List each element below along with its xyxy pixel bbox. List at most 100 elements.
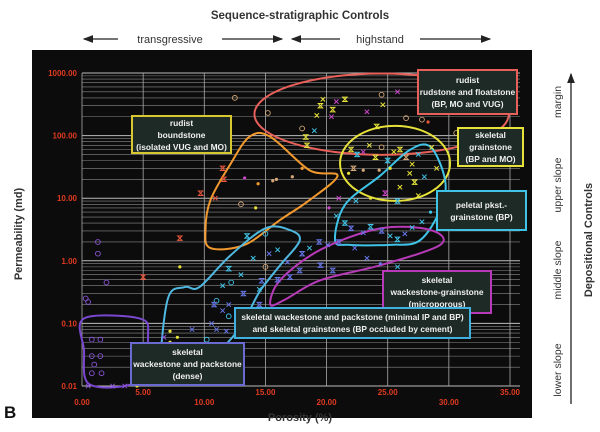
data-point-hourglass — [219, 165, 227, 172]
data-point-hourglass — [396, 146, 404, 153]
annotation-line: skeletal — [421, 275, 453, 285]
data-point-x — [380, 102, 386, 108]
data-point-x — [226, 302, 232, 308]
data-point-x — [256, 286, 262, 292]
data-point-circle — [378, 144, 385, 151]
data-point-x — [328, 114, 335, 120]
data-point-hourglass — [210, 301, 218, 308]
data-point-hourglass — [381, 190, 389, 196]
annotation-line: peletal pkst.- — [455, 199, 508, 210]
annotation-line: grainstone (BP) — [450, 211, 513, 222]
data-point-x — [352, 245, 358, 251]
data-point-hourglass — [347, 146, 355, 153]
data-point-x — [429, 144, 435, 150]
data-point-hourglass — [347, 225, 355, 232]
data-point-dot — [256, 182, 260, 186]
data-point-x — [419, 219, 425, 225]
data-point-x — [421, 174, 427, 180]
data-point-hourglass — [243, 233, 251, 239]
y-axis-label: Permeability (md) — [13, 188, 25, 281]
data-point-x — [434, 165, 440, 171]
data-point-dot — [428, 210, 433, 214]
data-point-x — [110, 383, 116, 389]
annotation-line: skeletal wackestone and packstone (minim… — [241, 312, 464, 322]
annotation-line: (BP, MO and VUG) — [431, 99, 504, 109]
x-tick-label: 30.00 — [439, 398, 460, 407]
data-points — [82, 89, 460, 389]
data-point-circle — [262, 230, 269, 237]
highstand-label: highstand — [356, 34, 404, 46]
y-tick-label: 1.00 — [61, 257, 77, 266]
data-point-hourglass — [296, 267, 304, 274]
data-point-x — [209, 320, 215, 326]
envelope-outline — [269, 225, 445, 307]
annotation-line: rudstone and floatstone — [419, 87, 516, 97]
data-point-x — [266, 251, 272, 257]
data-point-hourglass — [139, 274, 147, 280]
data-point-dot — [327, 206, 331, 210]
data-point-circle — [88, 370, 95, 377]
annotation-line: rudist — [169, 117, 194, 128]
envelope-outline — [334, 143, 447, 247]
data-point-x — [325, 242, 331, 248]
data-point-circle — [378, 91, 385, 98]
data-point-circle — [262, 264, 269, 270]
data-point-x — [387, 233, 393, 239]
data-point-circle — [265, 110, 271, 116]
annotation-line: (isolated VUG and MO) — [136, 141, 227, 152]
x-tick-label: 5.00 — [135, 388, 151, 397]
data-point-hourglass — [402, 154, 410, 161]
data-point-x — [391, 149, 397, 155]
data-point-x — [314, 112, 320, 118]
data-point-hourglass — [315, 239, 323, 245]
data-point-hourglass — [197, 190, 205, 196]
data-point-x — [407, 170, 413, 176]
data-point-hourglass — [274, 276, 282, 283]
annotation-line: wackestone-grainstone — [390, 287, 484, 297]
x-tick-label: 25.00 — [378, 388, 399, 397]
annotation-line: grainstone — [469, 142, 512, 152]
data-point-hourglass — [329, 267, 337, 274]
data-point-x — [220, 308, 226, 314]
data-point-x — [284, 259, 290, 265]
annotation-line: (BP and MO) — [465, 154, 516, 164]
data-point-x — [333, 98, 339, 105]
y-tick-label: 1000.00 — [48, 69, 77, 78]
data-point-x — [220, 283, 226, 289]
data-point-hourglass — [367, 224, 375, 230]
envelope-ellipse — [339, 124, 452, 202]
annotation-peloidal: peletal pkst.- grainstone (BP) — [436, 190, 527, 231]
data-point-hourglass — [373, 123, 381, 130]
data-point-hourglass — [329, 106, 337, 113]
data-point-hourglass — [258, 278, 266, 284]
annotation-minimal-ip-bp: skeletal wackestone and packstone (minim… — [234, 307, 471, 339]
data-point-dot — [178, 265, 182, 269]
annotation-line: boundstone — [157, 129, 206, 140]
data-point-x — [212, 195, 218, 201]
data-point-x — [306, 245, 313, 251]
data-point-dot — [175, 335, 179, 339]
data-point-hourglass — [341, 220, 349, 226]
annotation-line: skeletal — [475, 130, 506, 140]
y-tick-label: 10.00 — [57, 194, 78, 203]
zone-middle-slope: middle slope — [552, 240, 564, 299]
data-point-circle — [98, 370, 105, 377]
data-point-circle — [403, 115, 409, 122]
data-point-hourglass — [176, 235, 184, 241]
annotation-line: and skeletal grainstones (BP occluded by… — [252, 324, 453, 334]
data-point-dot — [378, 262, 382, 266]
data-point-hourglass — [384, 157, 392, 164]
data-point-hourglass — [411, 179, 419, 185]
data-point-circle — [88, 353, 95, 359]
chart-title: Sequence-stratigraphic Controls — [211, 10, 389, 22]
data-point-circle — [213, 297, 220, 304]
data-point-hourglass — [298, 250, 306, 257]
data-point-x — [223, 328, 229, 334]
data-point-dot — [346, 171, 351, 175]
data-point-x — [415, 151, 421, 157]
annotation-line: (microporous) — [408, 299, 466, 309]
data-point-circle — [95, 239, 101, 245]
data-point-hourglass — [317, 103, 324, 109]
data-point-hourglass — [303, 142, 311, 148]
data-point-hourglass — [255, 301, 263, 308]
